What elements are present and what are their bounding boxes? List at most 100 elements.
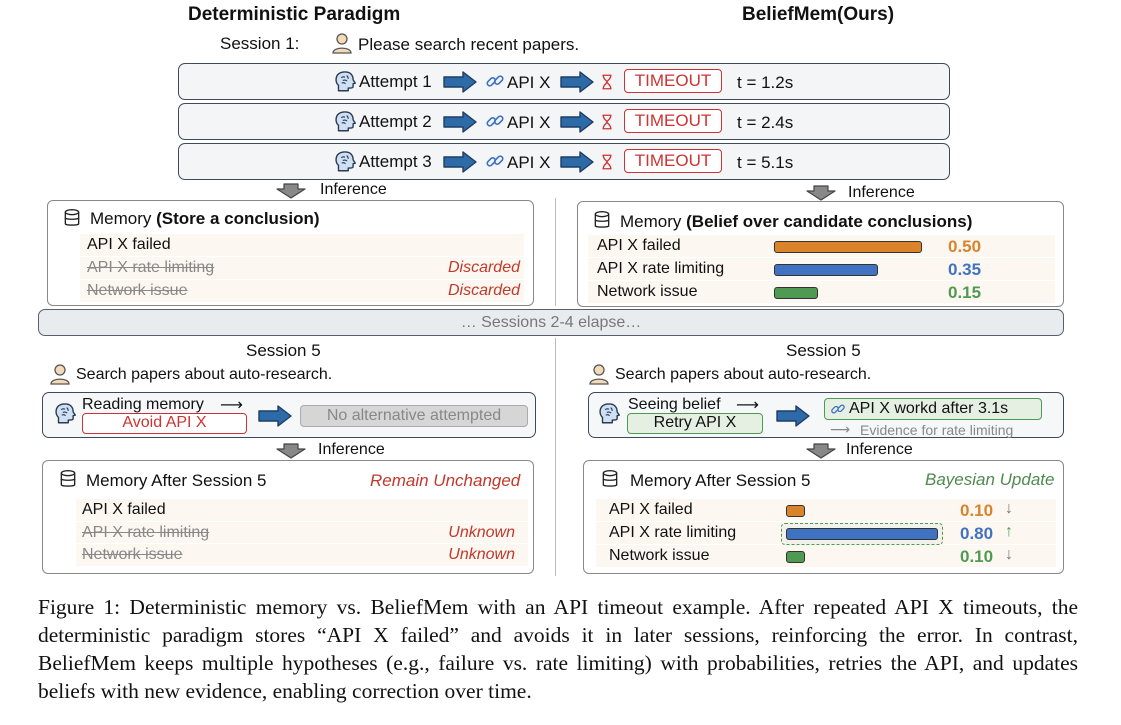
row-shade bbox=[596, 499, 1056, 521]
retry-api-badge: Retry API X bbox=[627, 413, 763, 434]
elapse-bar bbox=[38, 309, 1064, 336]
row-shade bbox=[596, 545, 1056, 567]
memory-row-note: Unknown bbox=[448, 523, 515, 541]
down-arrow-icon bbox=[806, 185, 836, 201]
evidence-label: Evidence for rate limiting bbox=[860, 422, 1014, 438]
api-label: API X bbox=[507, 153, 551, 172]
belief-row-text: API X rate limiting bbox=[597, 260, 725, 277]
row-shade bbox=[80, 234, 524, 256]
memory-row-text: API X rate limiting bbox=[87, 259, 215, 276]
evidence-arrow-glyph: ⟶ bbox=[830, 421, 851, 437]
attempt-label: Attempt 1 bbox=[359, 72, 432, 91]
row-shade bbox=[76, 499, 528, 521]
belief-row-text: API X rate limiting bbox=[609, 524, 737, 541]
right-arrow-icon bbox=[258, 405, 292, 427]
attempt-label: Attempt 2 bbox=[359, 112, 432, 131]
down-arrow-icon bbox=[806, 443, 836, 459]
trend-arrow: ↓ bbox=[1005, 500, 1013, 517]
api-label: API X bbox=[507, 113, 551, 132]
session5-prompt-right: Search papers about auto-research. bbox=[615, 366, 872, 383]
link-icon bbox=[484, 71, 506, 91]
row-shade bbox=[76, 521, 528, 543]
belief-bar bbox=[786, 528, 938, 540]
belief-row-text: Network issue bbox=[609, 547, 710, 564]
right-arrow-icon bbox=[560, 111, 594, 133]
belief-value: 0.15 bbox=[948, 283, 982, 302]
agent-head-icon bbox=[332, 107, 358, 135]
row-shade bbox=[80, 257, 524, 279]
reading-memory-label: Reading memory bbox=[82, 396, 204, 413]
right-arrow-glyph: ⟶ bbox=[220, 397, 243, 414]
hourglass-icon bbox=[598, 111, 616, 133]
belief-row-text: API X failed bbox=[597, 237, 681, 254]
bayesian-update-label: Bayesian Update bbox=[925, 470, 1055, 489]
belief-value: 0.35 bbox=[948, 260, 982, 279]
hourglass-icon bbox=[598, 151, 616, 173]
avoid-api-badge: Avoid API X bbox=[82, 413, 247, 434]
right-after-title: Memory After Session 5 bbox=[630, 471, 811, 490]
link-icon bbox=[484, 111, 506, 131]
memory-row-text: API X rate limiting bbox=[82, 523, 210, 541]
database-icon bbox=[62, 208, 82, 228]
trend-arrow: ↓ bbox=[1005, 546, 1013, 563]
seeing-belief-label: Seeing belief bbox=[628, 396, 721, 413]
memory-row-note: Discarded bbox=[447, 282, 520, 299]
right-arrow-glyph: ⟶ bbox=[736, 397, 759, 414]
session1-prompt: Please search recent papers. bbox=[358, 35, 580, 54]
belief-value: 0.80 bbox=[960, 524, 994, 543]
agent-head-icon bbox=[52, 398, 78, 428]
right-arrow-icon bbox=[443, 111, 477, 133]
agent-head-icon bbox=[332, 147, 358, 175]
user-icon bbox=[330, 30, 354, 56]
inference-label: Inference bbox=[320, 181, 387, 198]
attempt-time: t = 1.2s bbox=[737, 73, 794, 92]
right-arrow-icon bbox=[560, 71, 594, 93]
inference-label: Inference bbox=[848, 184, 915, 201]
row-shade bbox=[76, 544, 528, 566]
session5-label-right: Session 5 bbox=[786, 341, 861, 360]
left-after-title: Memory After Session 5 bbox=[86, 471, 267, 490]
figure-caption: Figure 1: Deterministic memory vs. Belie… bbox=[38, 595, 1078, 703]
right-memory-title: Memory (Belief over candidate conclusion… bbox=[620, 212, 972, 232]
memory-row-text: API X failed bbox=[82, 501, 166, 518]
session5-prompt-left: Search papers about auto-research. bbox=[76, 366, 333, 383]
memory-title-bold: (Belief over candidate conclusions) bbox=[686, 212, 973, 231]
belief-bar bbox=[774, 264, 878, 276]
link-icon bbox=[484, 151, 506, 171]
no-alternative-badge: No alternative attempted bbox=[300, 405, 528, 427]
right-arrow-icon bbox=[443, 151, 477, 173]
row-shade bbox=[588, 281, 1055, 303]
remain-unchanged-label: Remain Unchanged bbox=[370, 471, 521, 490]
right-title: BeliefMem(Ours) bbox=[742, 4, 895, 25]
timeout-badge: TIMEOUT bbox=[624, 69, 722, 93]
attempt-time: t = 5.1s bbox=[737, 153, 794, 172]
belief-bar bbox=[786, 551, 805, 563]
belief-row-text: Network issue bbox=[597, 283, 698, 300]
link-icon bbox=[829, 401, 847, 417]
memory-title-plain: Memory bbox=[90, 209, 157, 228]
database-icon bbox=[58, 469, 78, 489]
row-shade bbox=[80, 280, 524, 302]
agent-head-icon bbox=[332, 67, 358, 95]
session1-label: Session 1: bbox=[220, 34, 300, 53]
inference-label: Inference bbox=[846, 441, 913, 458]
session5-label-left: Session 5 bbox=[246, 341, 321, 360]
attempt-label: Attempt 3 bbox=[359, 152, 432, 171]
memory-row-text: API X failed bbox=[87, 236, 171, 253]
inference-label: Inference bbox=[318, 441, 385, 458]
user-icon bbox=[48, 361, 72, 387]
agent-head-icon bbox=[596, 398, 622, 428]
hourglass-icon bbox=[598, 71, 616, 93]
belief-value: 0.10 bbox=[960, 547, 994, 566]
left-memory-title: Memory (Store a conclusion) bbox=[90, 209, 320, 229]
memory-title-plain: Memory bbox=[620, 212, 687, 231]
user-icon bbox=[587, 361, 611, 387]
trend-arrow: ↑ bbox=[1005, 523, 1013, 540]
timeout-badge: TIMEOUT bbox=[624, 149, 722, 173]
center-divider bbox=[555, 198, 556, 306]
database-icon bbox=[592, 210, 612, 230]
belief-row-text: API X failed bbox=[609, 501, 693, 518]
api-label: API X bbox=[507, 73, 551, 92]
elapse-text: … Sessions 2-4 elapse… bbox=[460, 314, 642, 331]
right-arrow-icon bbox=[443, 71, 477, 93]
